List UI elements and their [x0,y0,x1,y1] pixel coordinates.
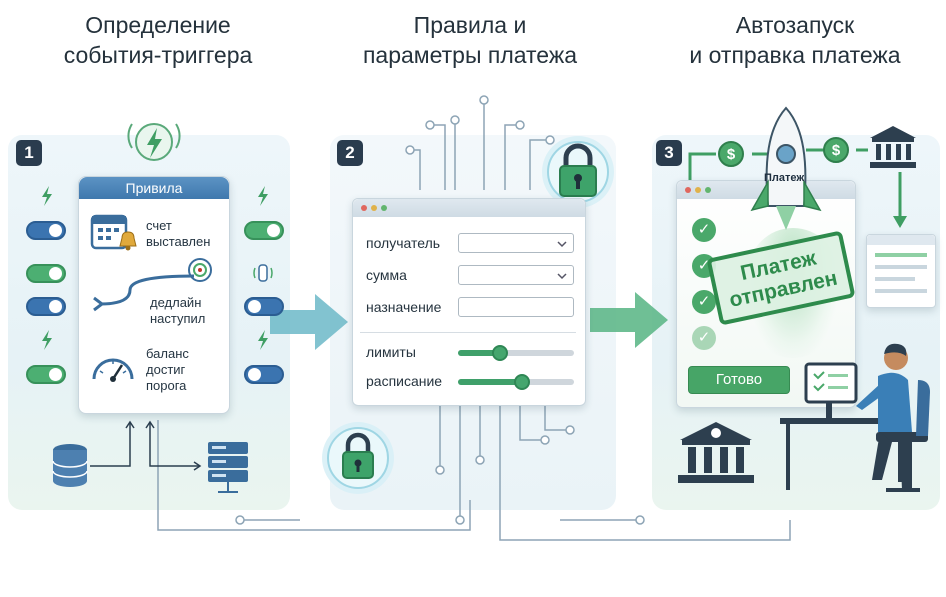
recipient-label: получатель [366,235,441,251]
window-dot-yellow [371,205,377,211]
trigger-label-3: баланс достиг порога [146,346,189,394]
step1-badge: 1 [16,140,42,166]
window-dot-red [685,187,691,193]
chevron-down-icon [557,273,567,280]
window-dot-green [381,205,387,211]
arrow-1-to-2 [270,294,348,350]
bolt-icon-right-2 [258,330,268,350]
toggle-left-1[interactable] [26,221,66,240]
amount-label: сумма [366,267,407,283]
data-arrows [90,420,202,471]
toggle-right-1[interactable] [244,221,284,240]
step2-heading: Правила и параметры платежа [340,10,600,70]
step3-heading-line1: Автозапуск [735,12,855,38]
schedule-slider-knob[interactable] [514,374,530,390]
step1-heading-line1: Определение [85,12,231,38]
doc-line [875,265,927,269]
toggle-left-2[interactable] [26,264,66,283]
step1-heading-line2: события-триггера [63,42,253,68]
trigger-1-line1: счет [146,218,172,233]
window-dot-yellow [695,187,701,193]
dollar-coin-icon-1: $ [718,141,744,167]
limits-slider[interactable] [458,345,574,361]
amount-select[interactable] [458,265,574,285]
trigger-3-line2: достиг [146,362,186,377]
step3-badge: 3 [656,140,682,166]
person-at-desk-illustration [780,343,930,492]
step3-heading: Автозапуск и отправка платежа [660,10,930,70]
doc-titlebar [867,235,935,245]
step3-heading-line2: и отправка платежа [689,42,901,68]
lightning-signal-icon [127,123,181,161]
schedule-slider[interactable] [458,374,574,390]
check-icon-3: ✓ [692,290,716,314]
limits-label: лимиты [366,344,416,360]
form-divider [360,332,576,333]
side-document-window [866,234,936,308]
limits-slider-fill [458,350,499,356]
trigger-2-line1: дедлайн [150,295,202,310]
check-icon-4: ✓ [692,326,716,350]
doc-line [875,289,927,293]
doc-line [875,253,927,257]
trigger-3-line1: баланс [146,346,189,361]
coin-flow-arrows [688,148,907,228]
arrow-2-to-3 [590,292,668,348]
bank-icon-bottom [678,422,754,483]
trigger-1-line2: выставлен [146,234,211,249]
toggle-right-2[interactable] [244,297,284,316]
recipient-select[interactable] [458,233,574,253]
ready-button[interactable]: Готово [688,366,790,394]
gauge-icon [92,358,134,382]
step2-heading-line2: параметры платежа [362,42,578,68]
check-icon-1: ✓ [692,218,716,242]
chevron-down-icon [557,241,567,248]
calendar-bell-icon [90,214,137,251]
bolt-icon-right-1 [258,186,268,206]
trigger-2-line2: наступил [150,311,206,326]
dollar-coin-icon-2: $ [823,137,849,163]
purpose-label: назначение [366,299,442,315]
rocket-label: Платеж [764,172,805,184]
schedule-label: расписание [366,373,443,389]
doc-line [875,277,915,281]
bolt-icon-left-2 [42,330,52,350]
step1-heading: Определение события-триггера [48,10,268,70]
window-dot-red [361,205,367,211]
trigger-label-2: дедлайн наступил [150,295,205,327]
bolt-icon-left-1 [42,186,52,206]
lock-icon-top [542,136,614,208]
window-dot-green [705,187,711,193]
database-icon [52,444,88,487]
step2-heading-line1: Правила и [413,12,527,38]
trigger-label-1: счет выставлен [146,218,210,250]
bank-icon-top [870,126,916,168]
step2-badge: 2 [337,140,363,166]
toggle-left-4[interactable] [26,365,66,384]
lock-icon-bottom [322,422,394,494]
toggle-left-3[interactable] [26,297,66,316]
sensor-icon [253,264,273,282]
server-icon [208,442,248,493]
trigger-card-title: Привила [79,177,229,199]
purpose-input[interactable] [458,297,574,317]
limits-slider-knob[interactable] [492,345,508,361]
window-titlebar [353,199,585,217]
toggle-right-3[interactable] [244,365,284,384]
rocket-icon [750,106,822,230]
schedule-slider-fill [458,379,522,385]
trigger-3-line3: порога [146,378,187,393]
target-arrow-icon [93,258,212,312]
